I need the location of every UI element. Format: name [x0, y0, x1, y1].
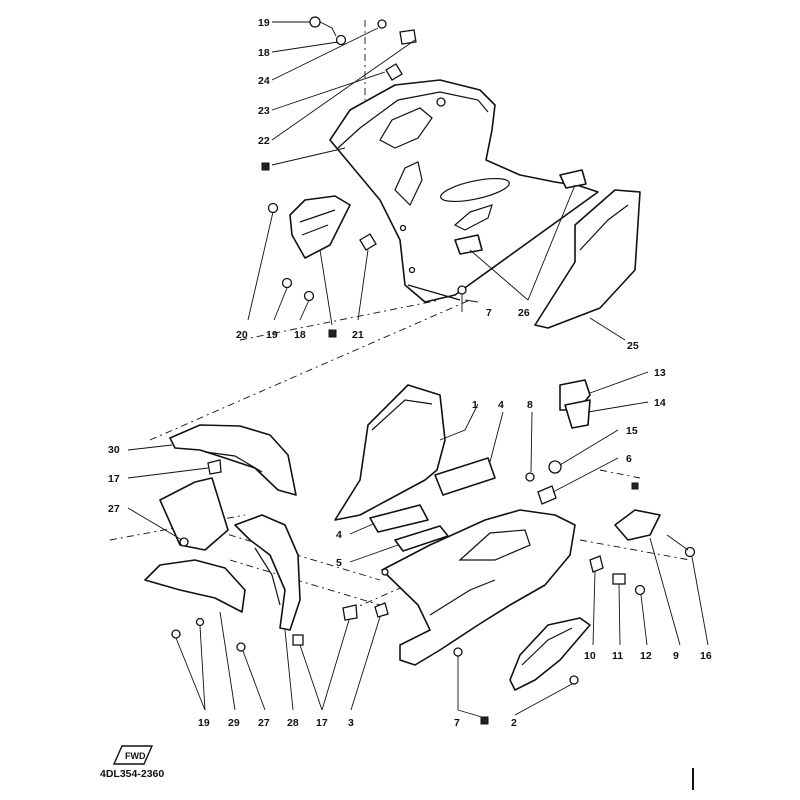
- screw-24: [377, 19, 417, 45]
- callout: 20: [236, 329, 248, 341]
- square-mark-top: [261, 162, 270, 171]
- nut-6: [537, 485, 557, 505]
- bolt-19-mid: [281, 277, 293, 289]
- bolt-8: [525, 472, 535, 482]
- callout: 11: [612, 650, 623, 662]
- bracket-13-14: [559, 379, 591, 429]
- grommet-15: [548, 460, 562, 474]
- callout: 14: [654, 397, 666, 409]
- callout: 7: [486, 307, 492, 319]
- callout: 29: [228, 717, 240, 729]
- callout: 19: [198, 717, 210, 729]
- callout: 19: [258, 17, 270, 29]
- bottom-leaders: [127, 371, 709, 719]
- bolt-19-top: [309, 16, 337, 37]
- callout: 15: [626, 425, 638, 437]
- callout: 12: [640, 650, 652, 662]
- front-fender-30: [169, 424, 297, 496]
- callout: 6: [626, 453, 632, 465]
- callout-labels: 19 18 24 23 22 20 19 18 21 7 26 25 13 14…: [108, 17, 712, 729]
- callout: 8: [527, 399, 533, 411]
- callout: 23: [258, 105, 270, 117]
- callout: 21: [352, 329, 364, 341]
- small-bracket: [289, 195, 351, 259]
- reference-code: 4DL354-2360: [100, 768, 165, 780]
- callout: 10: [584, 650, 596, 662]
- screw-27-lower: [236, 642, 246, 652]
- side-cowl-1: [334, 384, 446, 521]
- callout: 24: [258, 75, 270, 87]
- bolt-20: [267, 202, 279, 214]
- fastener-7-lower: [453, 647, 463, 700]
- callout: 27: [108, 503, 120, 515]
- callout: 17: [316, 717, 328, 729]
- lower-bracket-2: [509, 617, 591, 691]
- square-mark-right: [631, 482, 639, 490]
- callout: 30: [108, 444, 120, 456]
- callout: 1: [472, 399, 478, 411]
- clip-26-upper: [559, 169, 587, 189]
- collar-28: [292, 634, 304, 646]
- callout: 3: [348, 717, 354, 729]
- callout: 7: [454, 717, 460, 729]
- callout: 27: [258, 717, 270, 729]
- callout: 25: [627, 340, 639, 352]
- callout: 18: [258, 47, 270, 59]
- top-leaders: [247, 21, 626, 341]
- forward-arrow-icon: FWD: [112, 745, 154, 765]
- inner-panel: [329, 79, 599, 303]
- clip-26-lower: [454, 234, 483, 255]
- bolt-19-lower: [171, 629, 181, 639]
- collar-11: [612, 573, 626, 585]
- callout: 22: [258, 135, 270, 147]
- callout: 17: [108, 473, 120, 485]
- callout: 18: [294, 329, 306, 341]
- callout: 5: [336, 557, 342, 569]
- fastener-7-top: [457, 285, 467, 312]
- callout: 28: [287, 717, 299, 729]
- side-panel-25: [534, 189, 641, 329]
- clip-17-lower: [342, 604, 358, 621]
- callout: 26: [518, 307, 530, 319]
- nut-3: [374, 602, 389, 618]
- callout: 19: [266, 329, 278, 341]
- callout: 13: [654, 367, 666, 379]
- under-cowl-main: [381, 509, 576, 666]
- nut-23: [385, 63, 403, 81]
- callout: 16: [700, 650, 712, 662]
- callout: 2: [511, 717, 517, 729]
- nut-21: [359, 233, 377, 251]
- washer-18-mid: [303, 290, 315, 302]
- pad-4-lower: [369, 504, 429, 533]
- callout: 4: [336, 529, 342, 541]
- nut-10: [589, 555, 604, 573]
- callout: 4: [498, 399, 504, 411]
- edge-mark: [692, 768, 694, 790]
- forward-arrow-label: FWD: [125, 751, 146, 761]
- bolt-12: [634, 584, 646, 596]
- inner-fender-panel: [234, 514, 301, 631]
- washer-18-top: [335, 34, 347, 46]
- square-mark-mid: [328, 329, 337, 338]
- square-mark-bottom: [480, 716, 489, 725]
- clip-17-upper: [207, 459, 222, 475]
- pad-4-upper: [434, 457, 496, 496]
- bolt-19-lower-b: [195, 617, 205, 627]
- callout: 9: [673, 650, 679, 662]
- bracket-9: [614, 509, 661, 541]
- bolt-2: [569, 675, 579, 685]
- bolt-16: [666, 534, 696, 558]
- front-cowl-29: [144, 477, 246, 613]
